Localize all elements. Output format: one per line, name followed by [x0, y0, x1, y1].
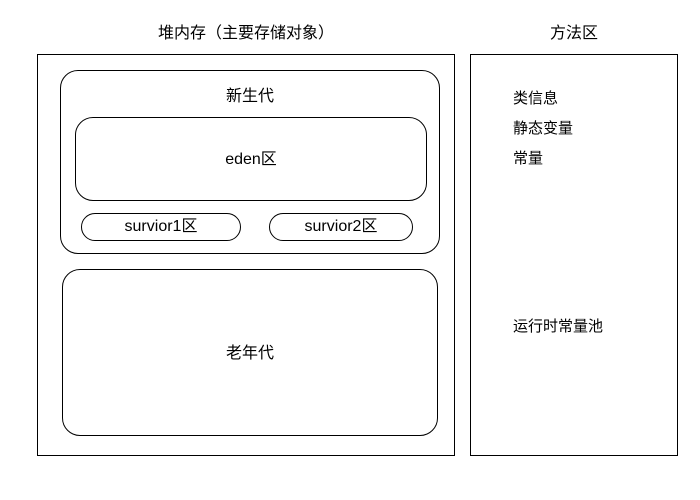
heap-panel: 新生代 eden区 survior1区 survior2区 老年代 — [37, 54, 455, 456]
runtime-constant-pool-label: 运行时常量池 — [513, 318, 604, 335]
method-area-item-static-variables: 静态变量 — [513, 120, 574, 137]
survivor2-region: survior2区 — [269, 213, 413, 241]
survivor2-label: survior2区 — [304, 218, 378, 235]
method-area-panel: 类信息 静态变量 常量 运行时常量池 — [470, 54, 678, 456]
old-generation-region: 老年代 — [62, 269, 438, 436]
survivor1-label: survior1区 — [124, 218, 198, 235]
method-area-item-constants: 常量 — [513, 150, 544, 167]
heap-title: 堆内存（主要存储对象） — [157, 25, 334, 42]
survivor1-region: survior1区 — [81, 213, 241, 241]
eden-label: eden区 — [225, 151, 277, 168]
young-generation-region: 新生代 eden区 survior1区 survior2区 — [60, 70, 440, 254]
young-generation-label: 新生代 — [225, 88, 274, 105]
method-area-title: 方法区 — [549, 25, 598, 42]
eden-region: eden区 — [75, 117, 427, 201]
old-generation-label: 老年代 — [225, 345, 274, 362]
method-area-item-class-info: 类信息 — [513, 90, 559, 107]
